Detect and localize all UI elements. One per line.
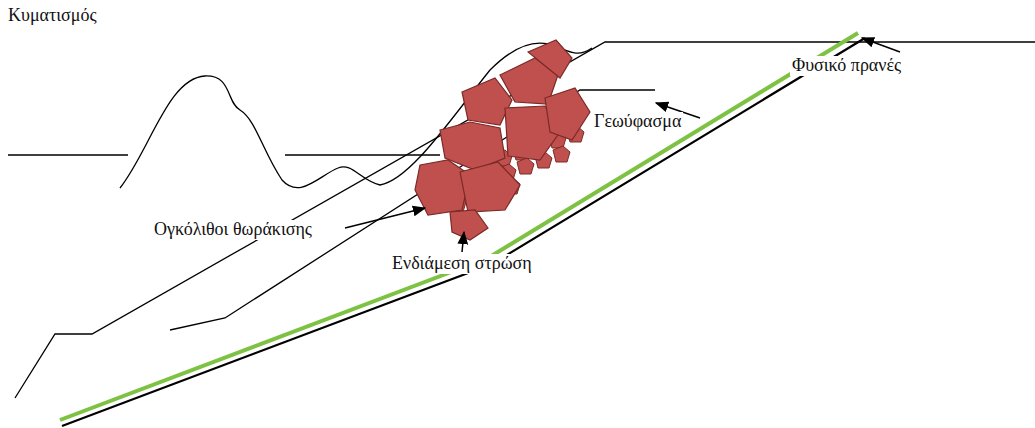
armour-rock [460,162,520,212]
part-label: Φυσικό πρανές [790,56,903,76]
part-label: Ενδιάμεση στρώση [390,254,534,274]
leader-arrow [462,232,464,252]
part-label: Γεωύφασμα [592,112,683,132]
leader-arrow [345,208,425,228]
armour-rock [450,210,488,240]
water-line [285,154,440,155]
water-line [8,154,128,155]
heading-label: Κυματισμός [6,6,99,26]
geotextile [60,33,858,420]
armour-rock [462,78,512,125]
armour-rock [545,88,590,140]
part-label: Ογκόλιθοι θωράκισης [152,220,314,240]
armour-rock [528,40,572,78]
underlayer-stone [553,146,570,162]
leader-arrow [862,38,900,52]
armour-surface [15,42,1035,398]
armour-rocks [415,40,590,240]
wave-profile [120,43,592,188]
armour-rock [415,160,470,215]
underlayer-stone [517,158,534,174]
natural-slope [62,38,865,426]
